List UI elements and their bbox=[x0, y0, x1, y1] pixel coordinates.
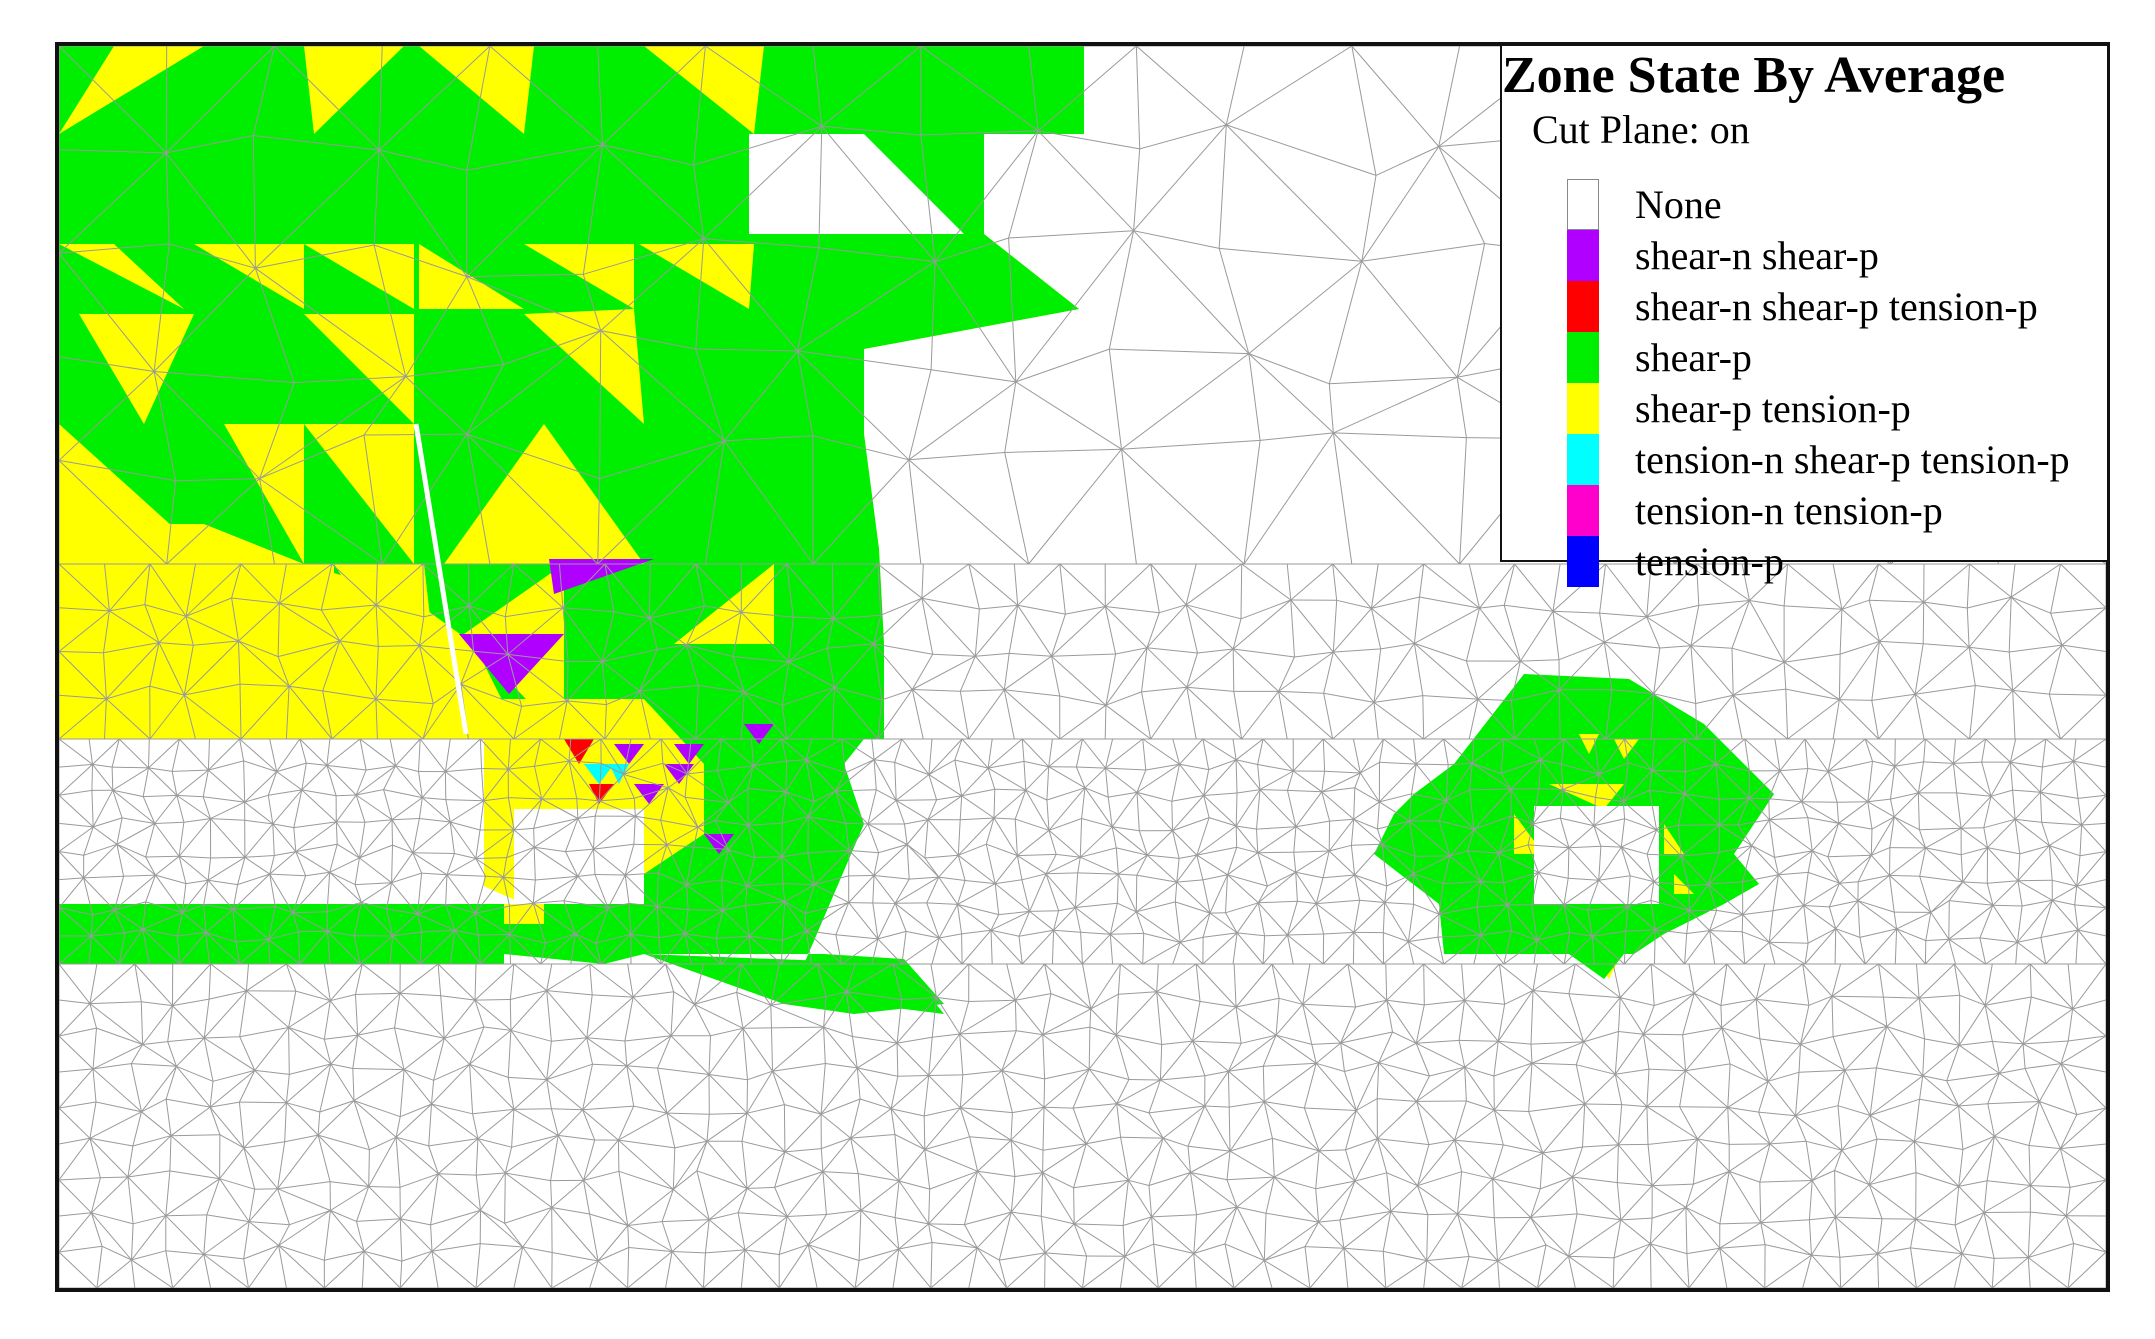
legend: Zone State By Average Cut Plane: on None… bbox=[1500, 44, 2109, 587]
legend-label: tension-p bbox=[1635, 539, 1784, 584]
legend-label: tension-n tension-p bbox=[1635, 488, 1943, 533]
purple-tri-2 bbox=[549, 559, 654, 594]
legend-subtitle: Cut Plane: on bbox=[1532, 107, 1750, 152]
zone-mesh bbox=[59, 46, 2106, 1288]
purple-tri-1 bbox=[459, 634, 564, 694]
ring-tail bbox=[1569, 954, 1624, 979]
legend-label: None bbox=[1635, 182, 1722, 227]
legend-swatch bbox=[1567, 281, 1599, 332]
floor-yellow bbox=[504, 904, 544, 924]
legend-item: tension-p bbox=[1567, 536, 1784, 587]
legend-label: shear-p bbox=[1635, 335, 1752, 380]
opening-left-2 bbox=[514, 809, 644, 904]
legend-item: shear-n shear-p tension-p bbox=[1567, 281, 2038, 332]
legend-item: shear-p bbox=[1567, 332, 1752, 383]
legend-swatch bbox=[1567, 230, 1599, 281]
crack-line bbox=[413, 423, 469, 735]
opening-right bbox=[1534, 806, 1659, 904]
legend-swatch bbox=[1567, 383, 1599, 434]
white-gap-1 bbox=[749, 134, 864, 234]
legend-item: tension-n shear-p tension-p bbox=[1567, 434, 2070, 485]
legend-swatch bbox=[1567, 485, 1599, 536]
legend-item: tension-n tension-p bbox=[1567, 485, 1943, 536]
legend-swatch bbox=[1567, 536, 1599, 587]
legend-swatch bbox=[1567, 434, 1599, 485]
legend-item: shear-n shear-p bbox=[1567, 230, 1879, 281]
small-failure-cells bbox=[564, 724, 774, 854]
opening-left bbox=[59, 739, 484, 904]
yellow-triangles bbox=[59, 46, 774, 739]
legend-label: shear-p tension-p bbox=[1635, 386, 1911, 431]
legend-item: None bbox=[1567, 179, 1722, 230]
legend-label: tension-n shear-p tension-p bbox=[1635, 437, 2070, 482]
legend-swatch bbox=[1567, 332, 1599, 383]
legend-swatch bbox=[1567, 179, 1599, 230]
legend-label: shear-n shear-p tension-p bbox=[1635, 284, 2038, 329]
legend-title: Zone State By Average bbox=[1502, 47, 2006, 104]
white-gap-2 bbox=[864, 134, 964, 234]
legend-label: shear-n shear-p bbox=[1635, 233, 1879, 278]
legend-item: shear-p tension-p bbox=[1567, 383, 1911, 434]
